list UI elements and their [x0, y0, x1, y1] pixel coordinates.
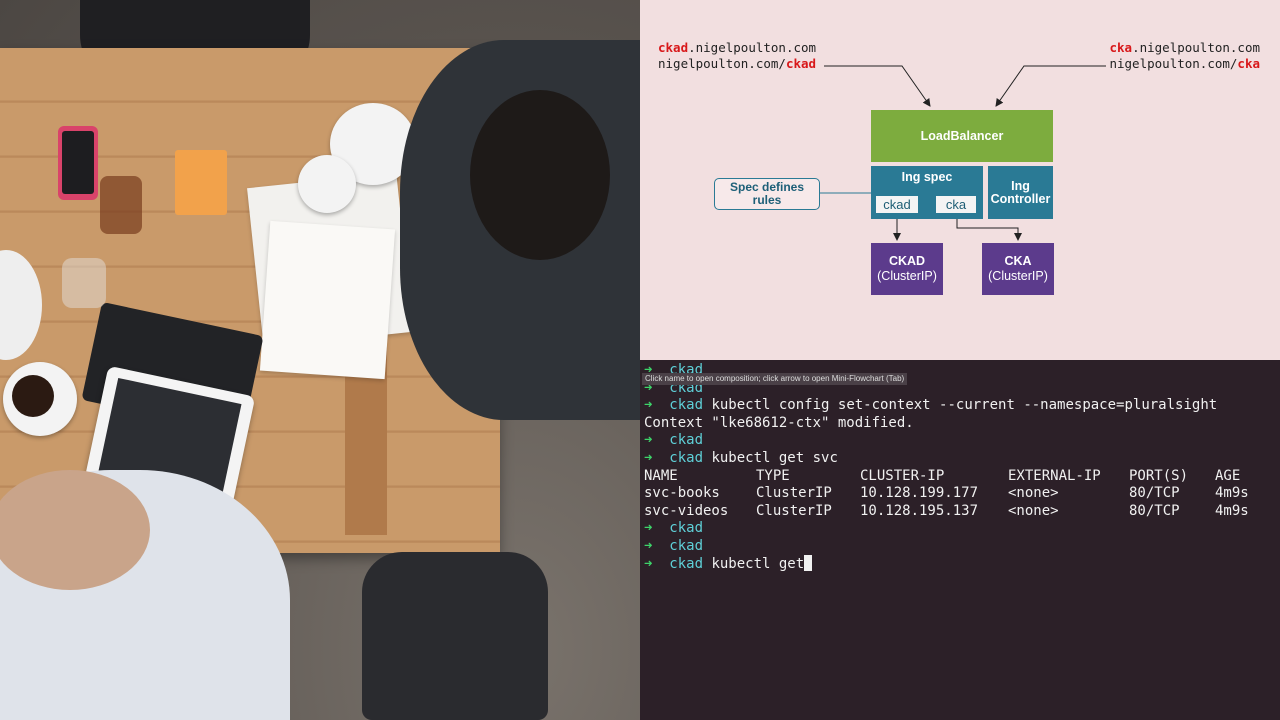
ckad-subdomain-url: ckad.nigelpoulton.com	[658, 40, 817, 55]
backpack	[362, 552, 548, 720]
arrow-left-to-lb	[824, 65, 931, 107]
cka-path-url: nigelpoulton.com/cka	[1109, 56, 1260, 71]
service-ckad-name: CKAD	[888, 254, 926, 268]
terminal-line: ➜ ckad kubectl config set-context --curr…	[644, 396, 1217, 414]
paper-sheet	[259, 220, 396, 380]
drink-glass	[100, 176, 142, 234]
command-text: kubectl config set-context --current --n…	[711, 397, 1218, 413]
service-ckad-type: (ClusterIP)	[877, 269, 937, 283]
ingress-controller-line2: Controller	[990, 191, 1051, 206]
ckad-urls: ckad.nigelpoulton.com nigelpoulton.com/c…	[658, 40, 816, 72]
terminal-window[interactable]: ➜ ckad ➜ ckad Click name to open composi…	[640, 360, 1280, 720]
cka-urls: cka.nigelpoulton.com nigelpoulton.com/ck…	[1109, 40, 1260, 72]
service-cka-box: CKA (ClusterIP)	[982, 243, 1054, 295]
ingress-controller-line1: Ing	[1011, 178, 1030, 193]
current-command: kubectl get	[711, 556, 805, 572]
coffee	[12, 375, 54, 417]
diagram-arrows	[818, 65, 1106, 241]
person-hair	[470, 90, 610, 260]
terminal-line: ➜ ckad kubectl get svc	[644, 449, 838, 467]
water-glass	[62, 258, 106, 308]
prompt-arrow-icon: ➜	[644, 397, 653, 413]
video-photo-panel	[0, 0, 640, 720]
prompt-arrow-icon: ➜	[644, 520, 653, 536]
command-text: kubectl get svc	[711, 450, 838, 466]
arrow-right-to-lb	[995, 65, 1106, 107]
prompt-dir: ckad	[669, 397, 704, 413]
prompt-arrow-icon: ➜	[644, 538, 653, 554]
rule-tag-cka: cka	[936, 196, 976, 213]
terminal-input-line[interactable]: ➜ ckad kubectl get	[644, 555, 813, 573]
prompt-dir: ckad	[669, 556, 704, 572]
tooltip: Click name to open composition; click ar…	[642, 373, 908, 385]
prompt-dir: ckad	[669, 520, 704, 536]
service-cka-name: CKA	[1004, 254, 1032, 268]
prompt-dir: ckad	[669, 432, 704, 448]
notebook	[175, 150, 227, 215]
cka-subdomain-url: cka.nigelpoulton.com	[1109, 40, 1260, 55]
ckad-path-url: nigelpoulton.com/ckad	[658, 56, 817, 71]
load-balancer-box: LoadBalancer	[871, 110, 1053, 162]
arrow-cka-to-svc	[956, 213, 1022, 241]
text-cursor	[804, 555, 813, 571]
prompt-arrow-icon: ➜	[644, 432, 653, 448]
prompt-arrow-icon: ➜	[644, 380, 653, 396]
service-ckad-box: CKAD (ClusterIP)	[871, 243, 943, 295]
rule-tag-ckad: ckad	[876, 196, 918, 213]
ingress-diagram: ckad.nigelpoulton.com nigelpoulton.com/c…	[640, 0, 1280, 360]
prompt-dir: ckad	[669, 538, 704, 554]
prompt-arrow-icon: ➜	[644, 362, 653, 378]
prompt-arrow-icon: ➜	[644, 556, 653, 572]
terminal-line: ➜ ckad	[644, 537, 703, 555]
terminal-line: ➜ ckad	[644, 519, 703, 537]
service-cka-type: (ClusterIP)	[988, 269, 1048, 283]
coffee-cup	[298, 155, 356, 213]
prompt-dir: ckad	[669, 450, 704, 466]
terminal-line: ➜ ckad	[644, 431, 703, 449]
prompt-arrow-icon: ➜	[644, 450, 653, 466]
person-head	[0, 470, 150, 590]
phone-screen	[62, 131, 94, 194]
terminal-output: Context "lke68612-ctx" modified.	[644, 415, 914, 431]
